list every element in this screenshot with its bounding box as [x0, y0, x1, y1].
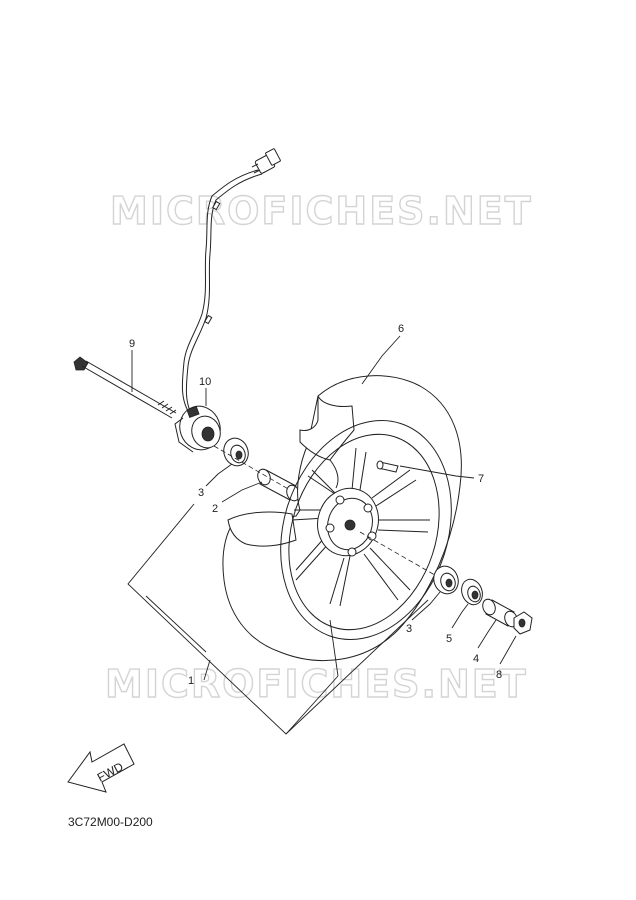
- callout-7: 7: [478, 473, 484, 485]
- callout-3-right: 3: [406, 623, 412, 635]
- valve-stem: [376, 460, 399, 473]
- watermark-bottom: MICROFICHES.NET: [105, 662, 528, 706]
- fwd-arrow-icon: FWD: [67, 743, 135, 793]
- sensor-cable: [181, 169, 263, 419]
- callout-8: 8: [496, 669, 502, 681]
- bearing-right: [433, 565, 459, 595]
- axle-centerline: [213, 445, 441, 579]
- sensor-connector: [251, 148, 281, 174]
- callout-1: 1: [188, 675, 194, 687]
- oil-seal: [461, 578, 483, 606]
- callout-10: 10: [199, 376, 211, 388]
- callout-6: 6: [398, 323, 404, 335]
- leader-lines: [127, 335, 517, 735]
- diagram-code: 3C72M00-D200: [68, 815, 153, 829]
- callout-2: 2: [212, 503, 218, 515]
- meter-gear-unit: [174, 405, 221, 453]
- watermark-top: MICROFICHES.NET: [110, 189, 533, 233]
- front-wheel-axle: [73, 356, 177, 419]
- front-wheel: [222, 375, 462, 662]
- collar-right: [482, 598, 518, 628]
- callout-3-left: 3: [198, 487, 204, 499]
- callout-5: 5: [446, 633, 452, 645]
- callout-9: 9: [129, 338, 135, 350]
- axle-nut: [513, 611, 533, 635]
- collar: [257, 468, 300, 502]
- callout-4: 4: [473, 653, 479, 665]
